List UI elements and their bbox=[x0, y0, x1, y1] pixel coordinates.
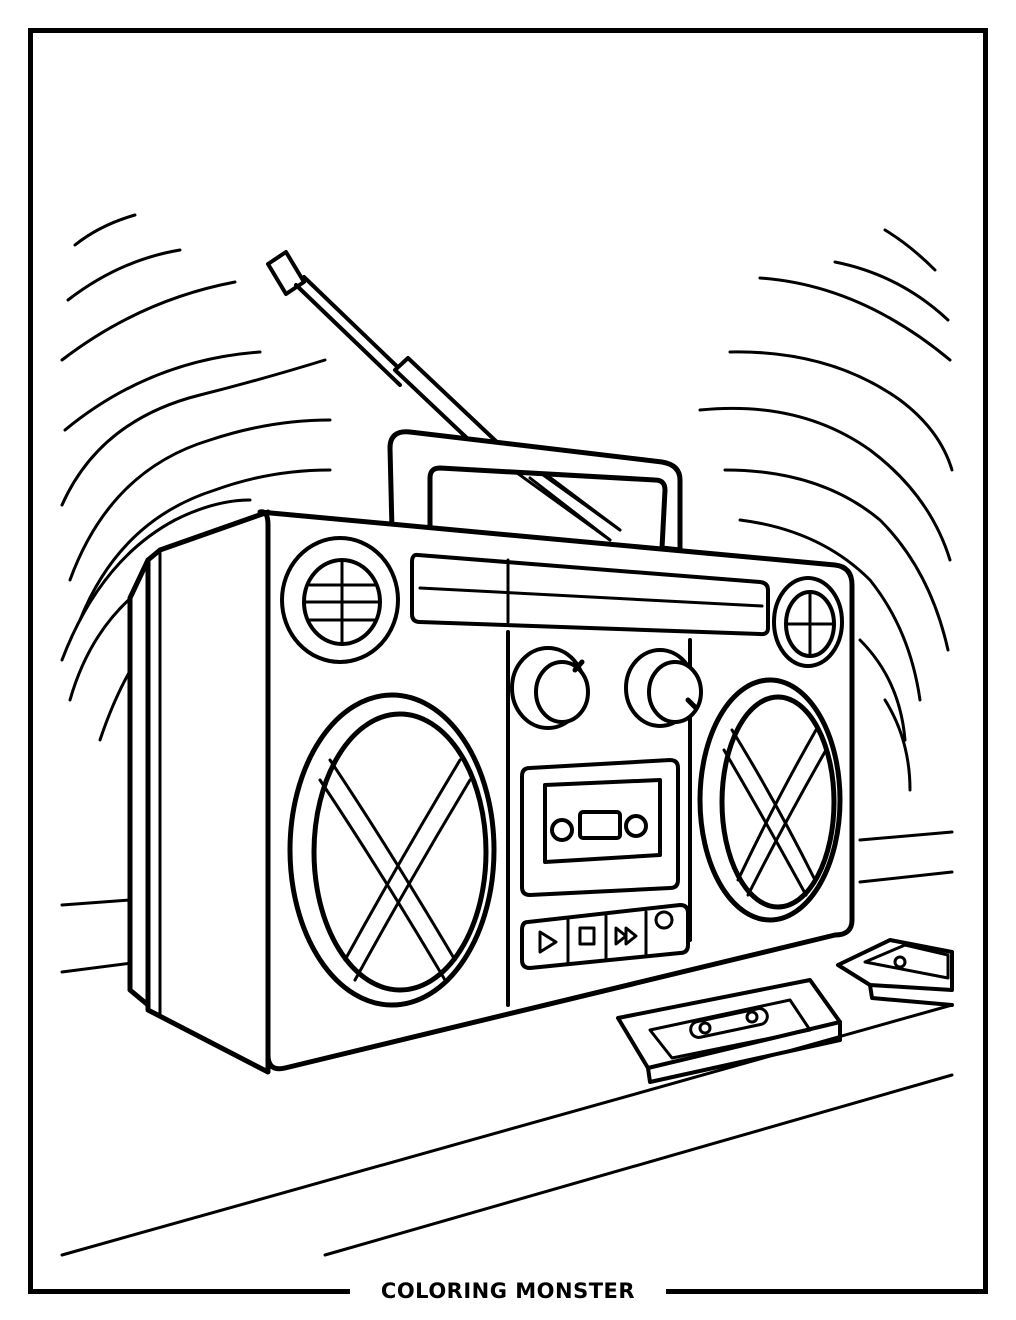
tweeter-right-icon bbox=[772, 576, 844, 668]
fast-forward-icon bbox=[614, 926, 638, 946]
handle-icon bbox=[387, 429, 683, 553]
cassette-icon bbox=[836, 938, 954, 1007]
play-icon bbox=[538, 930, 558, 954]
speaker-left-icon bbox=[287, 692, 497, 1008]
knob-icon bbox=[510, 646, 703, 730]
tweeter-left-icon bbox=[280, 536, 400, 664]
cassette-icon bbox=[616, 978, 842, 1084]
cassette-deck-icon bbox=[520, 758, 680, 897]
page-border-bottom-left bbox=[28, 1289, 350, 1294]
stop-icon bbox=[578, 926, 596, 946]
page-border-bottom-right bbox=[666, 1289, 988, 1294]
control-buttons bbox=[520, 903, 690, 970]
record-icon bbox=[654, 910, 674, 930]
antenna-icon bbox=[266, 250, 622, 542]
speaker-right-icon bbox=[697, 677, 843, 923]
sound-wave-right-icon bbox=[698, 228, 954, 792]
boombox-body bbox=[127, 509, 855, 1075]
page-border bbox=[28, 28, 988, 1294]
brand-logo-text: COLORING MONSTER bbox=[380, 1279, 636, 1303]
tuner-display bbox=[410, 552, 770, 637]
